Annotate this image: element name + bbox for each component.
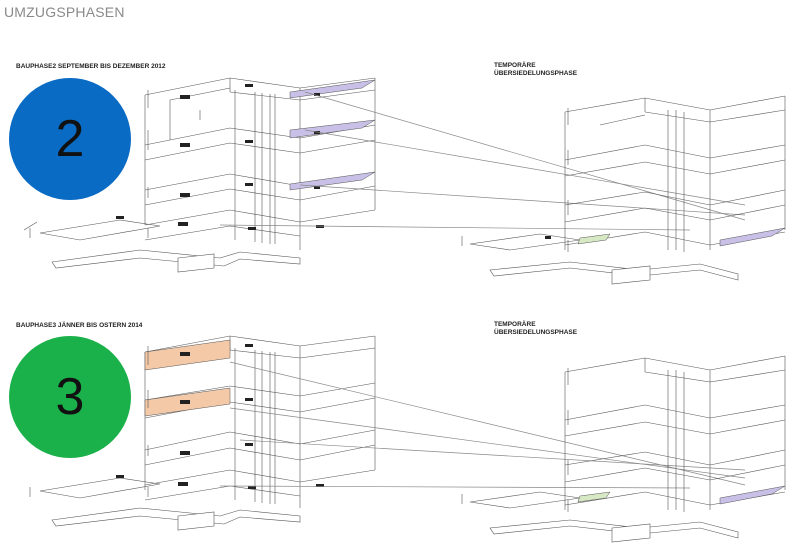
phase-3-label: BAUPHASE3 JÄNNER BIS OSTERN 2014 xyxy=(16,322,143,329)
phase-2-temp-line2: ÜBERSIEDELUNGSPHASE xyxy=(494,70,578,77)
phase-2-temp-label: TEMPORÄRE ÜBERSIEDELUNGSPHASE xyxy=(494,62,577,78)
phase-3-temporary-building xyxy=(461,355,786,543)
phase-3-temp-label: TEMPORÄRE ÜBERSIEDELUNGSPHASE xyxy=(494,321,577,337)
phase-2-label: BAUPHASE2 SEPTEMBER BIS DEZEMBER 2012 xyxy=(16,63,166,70)
phase-2-number: 2 xyxy=(55,110,85,168)
phase-3-current-building xyxy=(29,335,746,531)
phase-2-temp-line1: TEMPORÄRE xyxy=(494,62,536,69)
phase-2-current-building xyxy=(23,77,746,273)
phase-3-number: 3 xyxy=(55,368,85,426)
page-title: UMZUGSPHASEN xyxy=(4,4,125,20)
phase-3-temp-line1: TEMPORÄRE xyxy=(494,321,536,328)
phase-2-circle: 2 xyxy=(9,78,131,200)
phase-3-circle: 3 xyxy=(9,336,131,458)
phase-2-temporary-building xyxy=(461,95,786,285)
phase-3-temp-line2: ÜBERSIEDELUNGSPHASE xyxy=(494,329,578,336)
